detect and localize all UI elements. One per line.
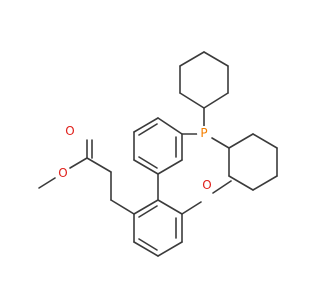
ester-ether-oxygen-atom: O	[56, 166, 70, 180]
right-cyclohexyl-ring	[228, 133, 278, 191]
methoxy-oxygen-atom: O	[200, 178, 214, 192]
molecule-structure: P O O O	[38, 51, 278, 257]
ester-ether-oxygen-label: O	[58, 166, 67, 180]
upper-phenyl-ring	[133, 117, 183, 175]
lower-phenyl-ring	[133, 199, 183, 257]
phosphorus-bonds	[181, 107, 230, 149]
phosphorus-label: P	[200, 126, 207, 140]
methoxy-oxygen-label: O	[202, 178, 211, 192]
upper-cyclohexyl-ring	[179, 51, 229, 109]
propanoate-chain	[38, 139, 135, 215]
ester-carbonyl-oxygen-atom: O	[63, 124, 77, 138]
ester-carbonyl-oxygen-label: O	[65, 124, 74, 138]
methoxy-group	[181, 180, 232, 215]
phosphorus-atom: P	[197, 126, 211, 140]
